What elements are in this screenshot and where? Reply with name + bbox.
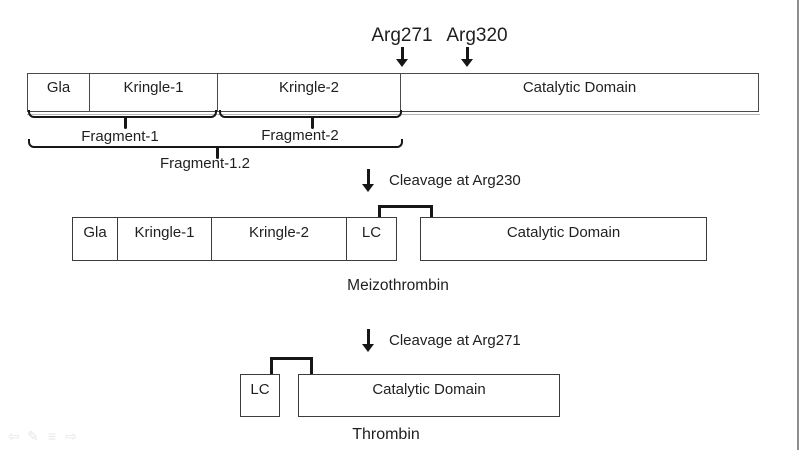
arg320-arrow-icon <box>460 47 474 67</box>
meizothrombin-segment-kringle1: Kringle-1 <box>118 217 212 261</box>
thrombin-link-bracket <box>270 357 313 374</box>
meizothrombin-segment-gla: Gla <box>72 217 118 261</box>
meizothrombin-bar: Gla Kringle-1 Kringle-2 LC <box>72 217 397 261</box>
prothrombin-bar: Gla Kringle-1 Kringle-2 Catalytic Domain <box>27 73 759 112</box>
window-right-edge <box>797 0 799 450</box>
segment-label: Kringle-1 <box>123 79 184 96</box>
fragment2-brace <box>219 110 402 118</box>
fragment1-label: Fragment-1 <box>81 128 159 145</box>
segment-label: Kringle-1 <box>134 224 195 241</box>
previous-slide-icon[interactable]: ⇦ <box>8 428 20 444</box>
pen-tool-icon[interactable]: ✎ <box>27 428 39 444</box>
meizothrombin-catalytic-box: Catalytic Domain <box>420 217 707 261</box>
segment-label: LC <box>361 224 382 241</box>
segment-label: Catalytic Domain <box>372 381 486 398</box>
slide-menu-icon[interactable]: ≡ <box>47 428 57 444</box>
cleavage-arg230-label: Cleavage at Arg230 <box>389 172 521 189</box>
segment-label: Catalytic Domain <box>522 79 637 96</box>
next-slide-icon[interactable]: ⇨ <box>65 428 77 444</box>
cleavage-arg271-arrow-icon <box>361 329 375 352</box>
meizothrombin-label: Meizothrombin <box>347 277 449 294</box>
fragment12-brace <box>28 139 403 148</box>
slideshow-nav-toolbar: ⇦ ✎ ≡ ⇨ <box>7 428 78 445</box>
arg271-arrow-icon <box>395 47 409 67</box>
prothrombin-segment-gla: Gla <box>27 73 90 112</box>
fragment12-label: Fragment-1.2 <box>159 155 251 172</box>
cleavage-arg271-label: Cleavage at Arg271 <box>389 332 521 349</box>
fragment1-brace <box>28 110 217 118</box>
fragment2-brace-tick <box>311 118 314 129</box>
fragment1-brace-tick <box>124 118 127 129</box>
fragment2-label: Fragment-2 <box>261 127 339 144</box>
meizothrombin-segment-kringle2: Kringle-2 <box>212 217 347 261</box>
thrombin-catalytic-box: Catalytic Domain <box>298 374 560 417</box>
prothrombin-segment-kringle1: Kringle-1 <box>90 73 218 112</box>
arg271-label: Arg271 <box>371 25 433 46</box>
cleavage-arg230-arrow-icon <box>361 169 375 192</box>
segment-label: Catalytic Domain <box>506 224 621 241</box>
fragment12-brace-tick <box>216 148 219 159</box>
thrombin-lc-box: LC <box>240 374 280 417</box>
segment-label: Gla <box>46 79 71 96</box>
lc-catalytic-link-bracket <box>378 205 433 218</box>
segment-label: Kringle-2 <box>248 224 310 241</box>
bar-underline <box>27 114 760 116</box>
segment-label: Kringle-2 <box>278 79 340 96</box>
meizothrombin-segment-lc: LC <box>347 217 397 261</box>
segment-label: Gla <box>83 224 107 241</box>
thrombin-label: Thrombin <box>352 426 420 443</box>
segment-label: LC <box>250 381 270 398</box>
prothrombin-segment-catalytic: Catalytic Domain <box>401 73 759 112</box>
arg320-label: Arg320 <box>446 25 508 46</box>
prothrombin-segment-kringle2: Kringle-2 <box>218 73 401 112</box>
